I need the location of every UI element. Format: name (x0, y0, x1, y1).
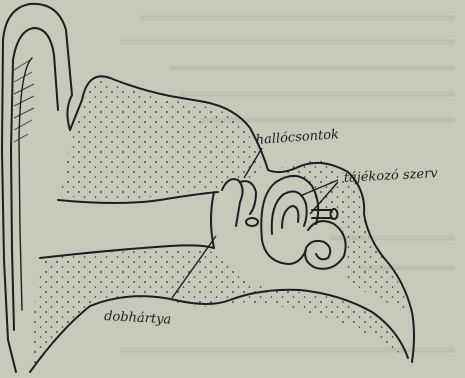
ossicle-malleus (222, 179, 243, 226)
label-vestibular-organ: tájékozó szerv (343, 166, 438, 186)
vestibule (262, 240, 306, 264)
auricle-hatching (14, 60, 34, 142)
label-eardrum: dobhártya (104, 309, 172, 327)
semicircular-canal-middle (272, 192, 307, 234)
semicircular-canal-inner (282, 206, 298, 228)
ossicle-stapes (246, 218, 258, 226)
cochlea (305, 221, 346, 269)
bone-stipple-upper (60, 80, 262, 199)
label-ossicles: hallócsontok (255, 127, 339, 148)
auricle-rim (19, 58, 32, 310)
